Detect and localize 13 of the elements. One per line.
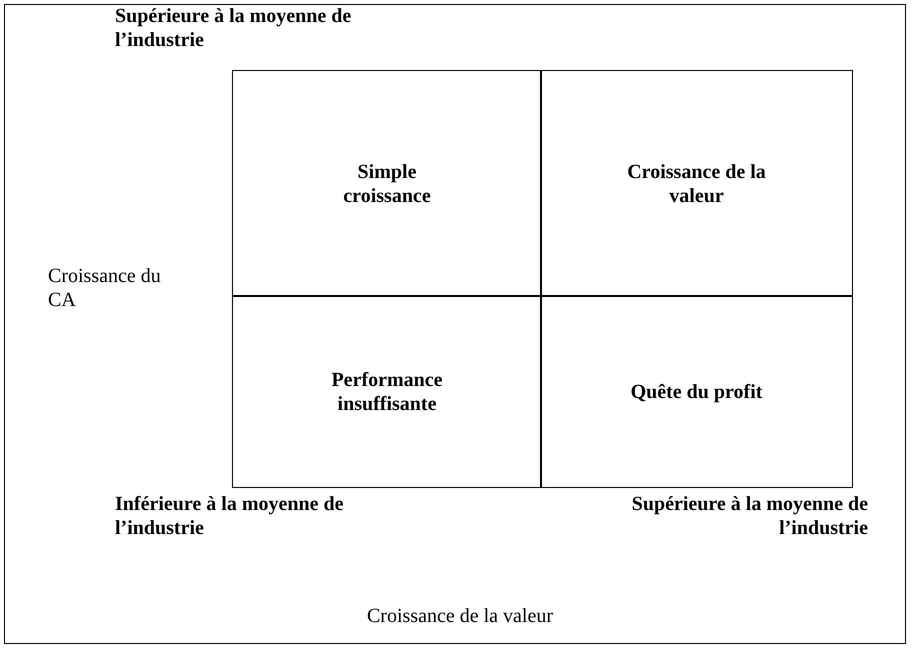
quadrant-box — [232, 70, 542, 297]
quadrant-title: Quête du profit — [630, 380, 762, 404]
axis-title: Croissance du CA — [48, 264, 162, 312]
quadrant-title: Performance insuffisante — [330, 368, 444, 416]
quadrant-box — [232, 295, 542, 488]
axis-end-label: Inférieure à la moyenne de l’industrie — [115, 492, 344, 540]
quadrant-title: Simple croissance — [342, 160, 432, 208]
axis-end-label: Supérieure à la moyenne de l’industrie — [630, 492, 868, 540]
quadrant-box — [540, 295, 853, 488]
quadrant-title: Croissance de la valeur — [626, 160, 766, 208]
axis-title: Croissance de la valeur — [366, 604, 554, 628]
axis-end-label: Supérieure à la moyenne de l’industrie — [115, 4, 352, 52]
quadrant-box — [540, 70, 853, 297]
